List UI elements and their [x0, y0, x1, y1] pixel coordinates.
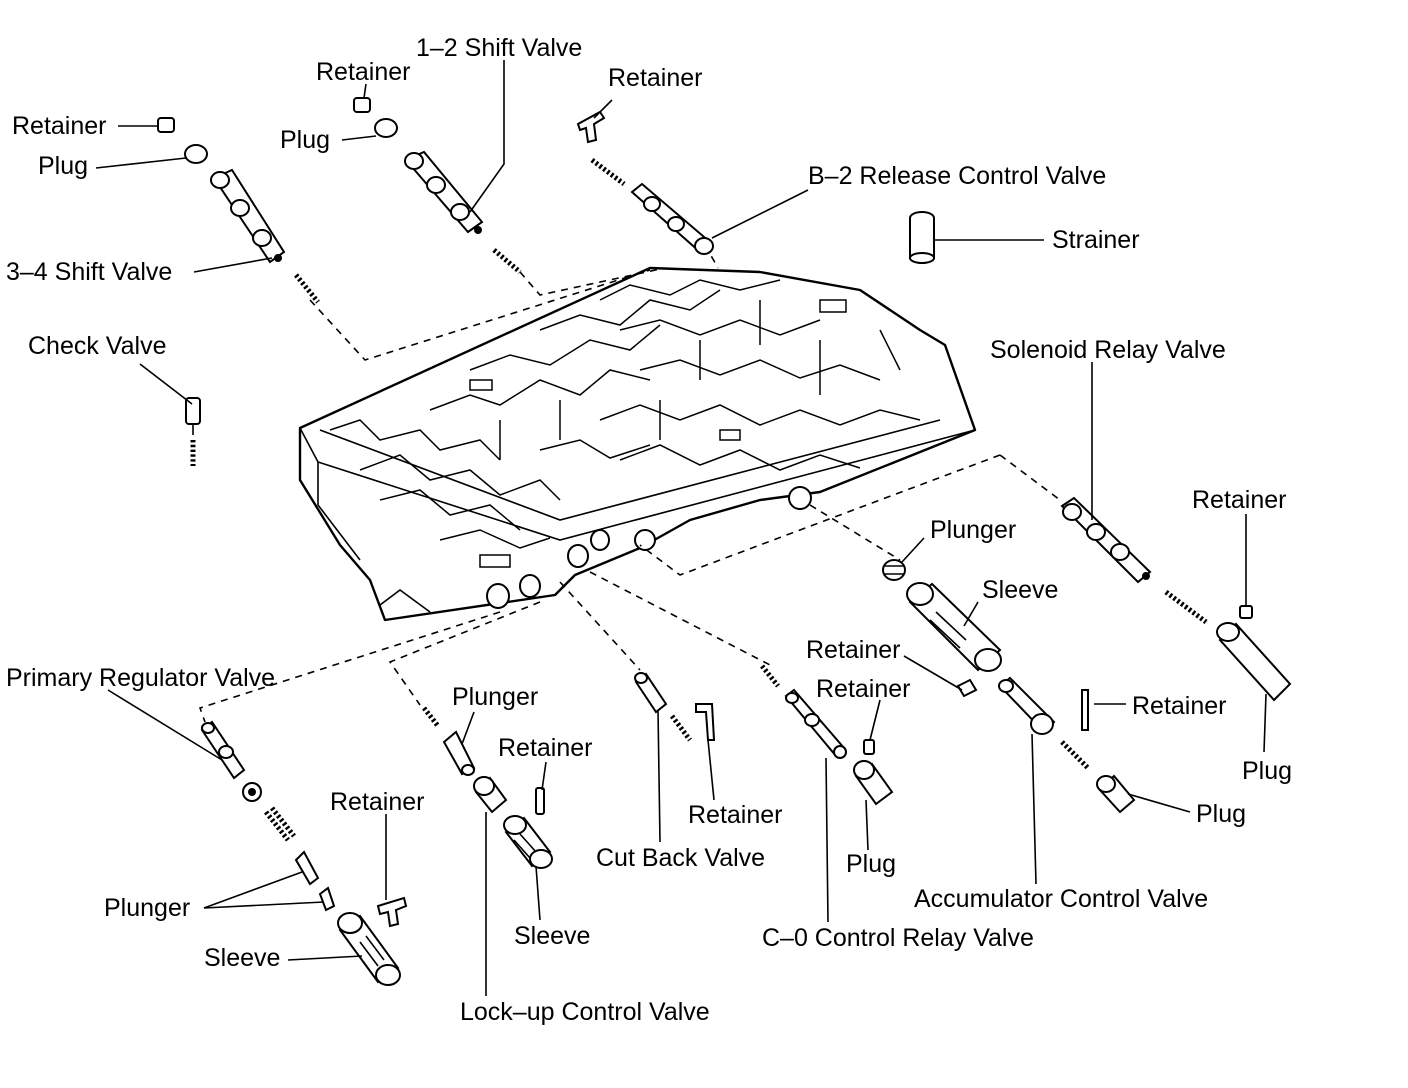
label-retainer-lockup: Retainer	[498, 734, 593, 762]
label-cut-back-valve: Cut Back Valve	[596, 844, 765, 872]
part-primary-regulator-valve	[200, 720, 246, 780]
label-retainer-cutback: Retainer	[688, 801, 783, 829]
part-spring-b2	[590, 158, 626, 186]
label-plug-top-mid: Plug	[280, 126, 330, 154]
part-plunger-mid-right	[882, 559, 906, 581]
part-b2-release-control-valve	[630, 182, 714, 255]
part-plug-right-2	[1096, 774, 1136, 814]
part-1-2-shift-valve	[404, 150, 484, 234]
part-retainer-top-left	[157, 117, 175, 133]
part-retainer-top-right	[576, 110, 606, 144]
part-spring-3-4	[294, 273, 320, 304]
label-plunger-lockup: Plunger	[452, 683, 538, 711]
label-1-2-shift-valve: 1–2 Shift Valve	[416, 34, 582, 62]
part-retainer-bottom-left	[376, 896, 408, 928]
part-check-valve	[185, 397, 201, 466]
part-retainer-cutback	[695, 703, 716, 741]
label-solenoid-relay-valve: Solenoid Relay Valve	[990, 336, 1226, 364]
label-accumulator-control-valve: Accumulator Control Valve	[914, 885, 1208, 913]
part-c0-control-relay-valve	[784, 688, 847, 759]
assembly-lines	[198, 244, 1061, 723]
label-plunger-bottom-left: Plunger	[104, 894, 190, 922]
part-retainer-pin-right	[1081, 689, 1089, 731]
part-plug-top-left	[184, 144, 208, 164]
label-retainer-right: Retainer	[1192, 486, 1287, 514]
label-plug-c0: Plug	[846, 850, 896, 878]
part-plunger-lockup	[442, 730, 476, 776]
part-spring-accumulator	[1060, 740, 1090, 770]
part-spring-1-2	[492, 248, 522, 274]
part-spring-lockup	[422, 706, 440, 728]
label-sleeve-lockup: Sleeve	[514, 922, 590, 950]
part-ring-primary	[242, 782, 262, 802]
part-plunger-bottom-left-1	[294, 850, 320, 886]
part-plug-top-mid	[374, 118, 398, 138]
part-plug-c0	[853, 760, 894, 806]
label-check-valve: Check Valve	[28, 332, 167, 360]
part-lockup-control-valve	[473, 776, 508, 814]
label-lockup-control-valve: Lock–up Control Valve	[460, 998, 710, 1026]
labels: Retainer Plug 3–4 Shift Valve Check Valv…	[6, 34, 1292, 1026]
part-strainer	[909, 211, 935, 264]
part-solenoid-relay-valve	[1060, 496, 1152, 584]
part-sleeve-lockup	[503, 815, 553, 869]
label-c0-control-relay-valve: C–0 Control Relay Valve	[762, 924, 1034, 952]
part-retainer-right	[1239, 605, 1253, 619]
leader-lines	[95, 60, 1267, 996]
label-sleeve-mid-right: Sleeve	[982, 576, 1058, 604]
label-3-4-shift-valve: 3–4 Shift Valve	[6, 258, 172, 286]
label-retainer-bottom-left: Retainer	[330, 788, 425, 816]
valve-body-bores	[486, 486, 812, 609]
part-3-4-shift-valve	[210, 168, 286, 264]
label-retainer-right-2: Retainer	[1132, 692, 1227, 720]
label-retainer-mid-2: Retainer	[816, 675, 911, 703]
label-plug-top-left: Plug	[38, 152, 88, 180]
valve-body-channels	[329, 279, 921, 568]
part-retainer-lockup	[535, 787, 545, 815]
label-retainer-top-left: Retainer	[12, 112, 107, 140]
label-strainer: Strainer	[1052, 226, 1140, 254]
part-retainer-clip-mid	[956, 678, 978, 698]
label-b2-release-control-valve: B–2 Release Control Valve	[808, 162, 1106, 190]
label-plug-right: Plug	[1242, 757, 1292, 785]
part-accumulator-control-valve	[998, 676, 1056, 735]
part-plunger-bottom-left-2	[318, 886, 336, 912]
part-cut-back-valve	[634, 672, 668, 714]
valve-body	[298, 266, 977, 622]
part-retainer-top-mid	[353, 97, 371, 113]
part-spring-primary	[264, 806, 296, 842]
label-primary-regulator-valve: Primary Regulator Valve	[6, 664, 275, 692]
label-retainer-top-mid: Retainer	[316, 58, 411, 86]
part-spring-cutback	[670, 714, 692, 742]
part-sleeve-bottom-left	[337, 912, 401, 986]
part-spring-c0	[760, 664, 780, 688]
part-retainer-c0	[863, 739, 875, 755]
label-plunger-mid-right: Plunger	[930, 516, 1016, 544]
label-plug-right-2: Plug	[1196, 800, 1246, 828]
part-sleeve-mid-right	[906, 582, 1002, 672]
label-sleeve-bottom-left: Sleeve	[204, 944, 280, 972]
part-spring-solenoid	[1164, 590, 1208, 624]
part-plug-right	[1216, 622, 1292, 702]
label-retainer-mid-1: Retainer	[806, 636, 901, 664]
label-retainer-top-right: Retainer	[608, 64, 703, 92]
